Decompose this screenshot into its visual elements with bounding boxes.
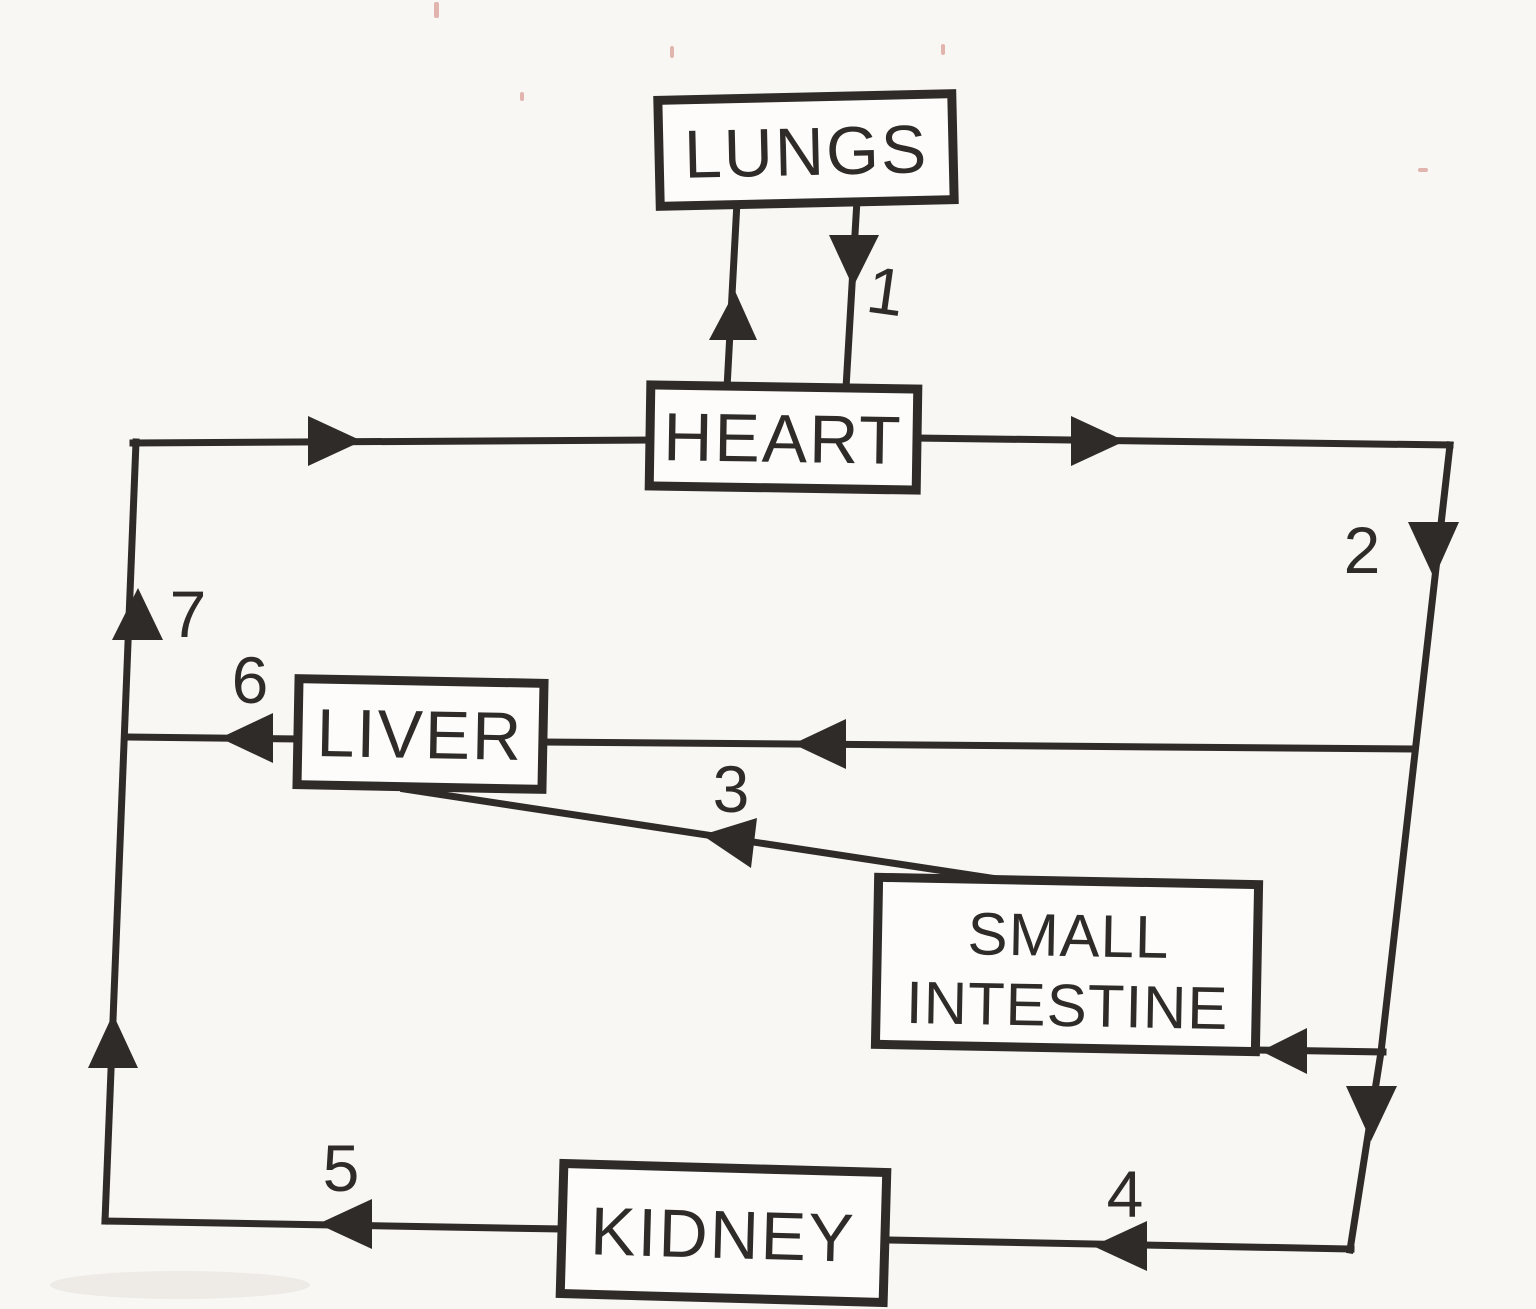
node-kidney: KIDNEY (555, 1158, 892, 1308)
arrowhead-left-from-liver-6 (220, 713, 273, 763)
node-small-intestine: SMALL INTESTINE (870, 872, 1264, 1057)
arrowhead-right-to-heart (308, 416, 362, 466)
nodes: LUNGS HEART LIVER SMALL INTESTINE KIDNEY (292, 89, 1264, 1308)
scan-speck (520, 92, 524, 101)
scan-speck (941, 44, 945, 55)
flow-label-2: 2 (1344, 513, 1381, 587)
small-intestine-box (870, 872, 1264, 1057)
flow-label-4: 4 (1107, 1157, 1144, 1231)
arrowhead-up-left-vein-7 (112, 588, 163, 640)
arrowhead-portal-to-liver-3 (702, 818, 757, 868)
heart-box (644, 380, 923, 495)
node-heart: HEART (644, 380, 923, 495)
flow-label-6: 6 (232, 643, 269, 717)
flow-line-heart-to-lungs (723, 198, 741, 392)
flow-label-1: 1 (863, 252, 910, 330)
heart-label: HEART (663, 399, 903, 479)
flow-number-labels: 1 2 3 4 5 6 7 (170, 252, 1381, 1231)
arrowhead-down-artery-lower (1346, 1086, 1397, 1141)
arrowhead-left-from-kidney-5 (318, 1199, 372, 1249)
arrowhead-up-left-vein-lower (88, 1014, 138, 1068)
flow-line-lungs-to-heart (842, 196, 861, 392)
arrowhead-down-to-heart-1 (829, 235, 879, 287)
arrowhead-down-artery-2 (1408, 522, 1459, 578)
kidney-box (555, 1158, 892, 1308)
lungs-label: LUNGS (683, 111, 929, 193)
flow-arrowheads (88, 235, 1459, 1271)
arrowhead-left-to-intestine (1261, 1028, 1307, 1074)
arrowhead-right-from-heart (1071, 416, 1125, 466)
flow-line-artery-to-liver (541, 738, 1418, 753)
arrowhead-left-to-kidney-4 (1093, 1221, 1147, 1271)
flow-line-heart-to-body (912, 434, 1454, 449)
node-lungs: LUNGS (653, 89, 959, 211)
flow-line-left-vein (101, 438, 140, 1225)
flow-label-3: 3 (713, 752, 750, 826)
small-intestine-label-line1: SMALL (967, 900, 1170, 971)
scan-smudge (50, 1271, 310, 1299)
liver-box (292, 674, 549, 794)
kidney-label: KIDNEY (589, 1193, 856, 1276)
arrowhead-left-to-liver (793, 719, 846, 769)
arrowhead-up-to-lungs (709, 291, 757, 340)
scan-speck (670, 46, 674, 58)
liver-label: LIVER (316, 695, 524, 775)
scan-speck (1418, 168, 1428, 172)
flow-label-5: 5 (323, 1131, 360, 1205)
scan-speck (434, 2, 439, 18)
flow-label-7: 7 (170, 577, 207, 651)
scan-artifacts (50, 2, 1428, 1299)
node-liver: LIVER (292, 674, 549, 794)
lungs-box (653, 89, 959, 211)
flow-line-body-return-to-heart (129, 436, 655, 447)
small-intestine-label-line2: INTESTINE (905, 969, 1229, 1042)
